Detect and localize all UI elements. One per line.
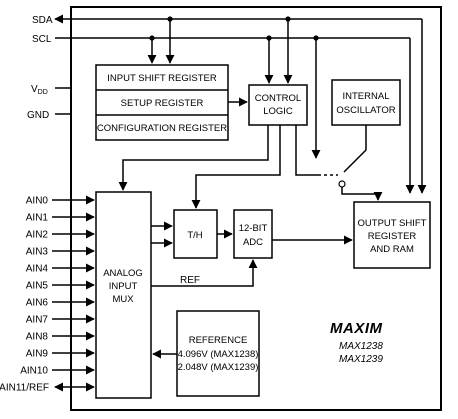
ain-label-4: AIN4 — [26, 264, 49, 275]
output-register-label-1: OUTPUT SHIFT — [358, 218, 427, 229]
reference-label-3: 2.048V (MAX1239) — [178, 362, 259, 373]
vdd-label: VDD — [31, 84, 48, 96]
ain-label-0: AIN0 — [26, 196, 49, 207]
output-register-label-3: AND RAM — [370, 244, 414, 255]
scl-label: SCL — [32, 34, 52, 45]
mux-label-2: INPUT — [109, 281, 138, 292]
ain-label-10: AIN10 — [20, 366, 48, 377]
junction-dots — [149, 16, 319, 41]
ain-label-7: AIN7 — [26, 315, 49, 326]
reference-label-1: REFERENCE — [189, 335, 248, 346]
adc-label-2: ADC — [243, 237, 263, 248]
ain-label-6: AIN6 — [26, 298, 49, 309]
adc-label-1: 12-BIT — [239, 223, 268, 234]
mux-label-3: MUX — [112, 294, 134, 305]
track-hold-label: T/H — [187, 230, 202, 241]
mux-label-1: ANALOG — [103, 268, 143, 279]
ain-label-2: AIN2 — [26, 230, 49, 241]
ain-label-8: AIN8 — [26, 332, 49, 343]
internal-oscillator-block — [331, 79, 401, 126]
control-logic-label-2: LOGIC — [263, 106, 293, 117]
control-logic-label-1: CONTROL — [255, 93, 301, 104]
ain-label-5: AIN5 — [26, 281, 49, 292]
ain-label-9: AIN9 — [26, 349, 49, 360]
part-number-2: MAX1239 — [339, 354, 383, 365]
maxim-logo: MAXIM — [330, 320, 383, 337]
gnd-label: GND — [27, 110, 49, 121]
part-number-1: MAX1238 — [339, 341, 383, 352]
analog-input-mux-block — [95, 191, 152, 399]
sda-label: SDA — [32, 15, 53, 26]
input-shift-register-label: INPUT SHIFT REGISTER — [107, 73, 217, 84]
configuration-register-label: CONFIGURATION REGISTER — [97, 123, 227, 134]
adc-block — [233, 209, 273, 259]
ain-label-11: AIN11/REF — [0, 383, 49, 394]
setup-register-label: SETUP REGISTER — [121, 98, 204, 109]
output-register-label-2: REGISTER — [368, 231, 417, 242]
ref-signal-label: REF — [180, 275, 200, 286]
output-shift-register-block — [353, 201, 431, 269]
oscillator-label-1: INTERNAL — [343, 91, 390, 102]
ain-label-3: AIN3 — [26, 247, 49, 258]
ain-label-1: AIN1 — [26, 213, 49, 224]
reference-label-2: 4.096V (MAX1238) — [178, 349, 259, 360]
control-logic-block — [248, 84, 308, 126]
oscillator-label-2: OSCILLATOR — [336, 105, 395, 116]
chip-outline — [70, 6, 442, 411]
